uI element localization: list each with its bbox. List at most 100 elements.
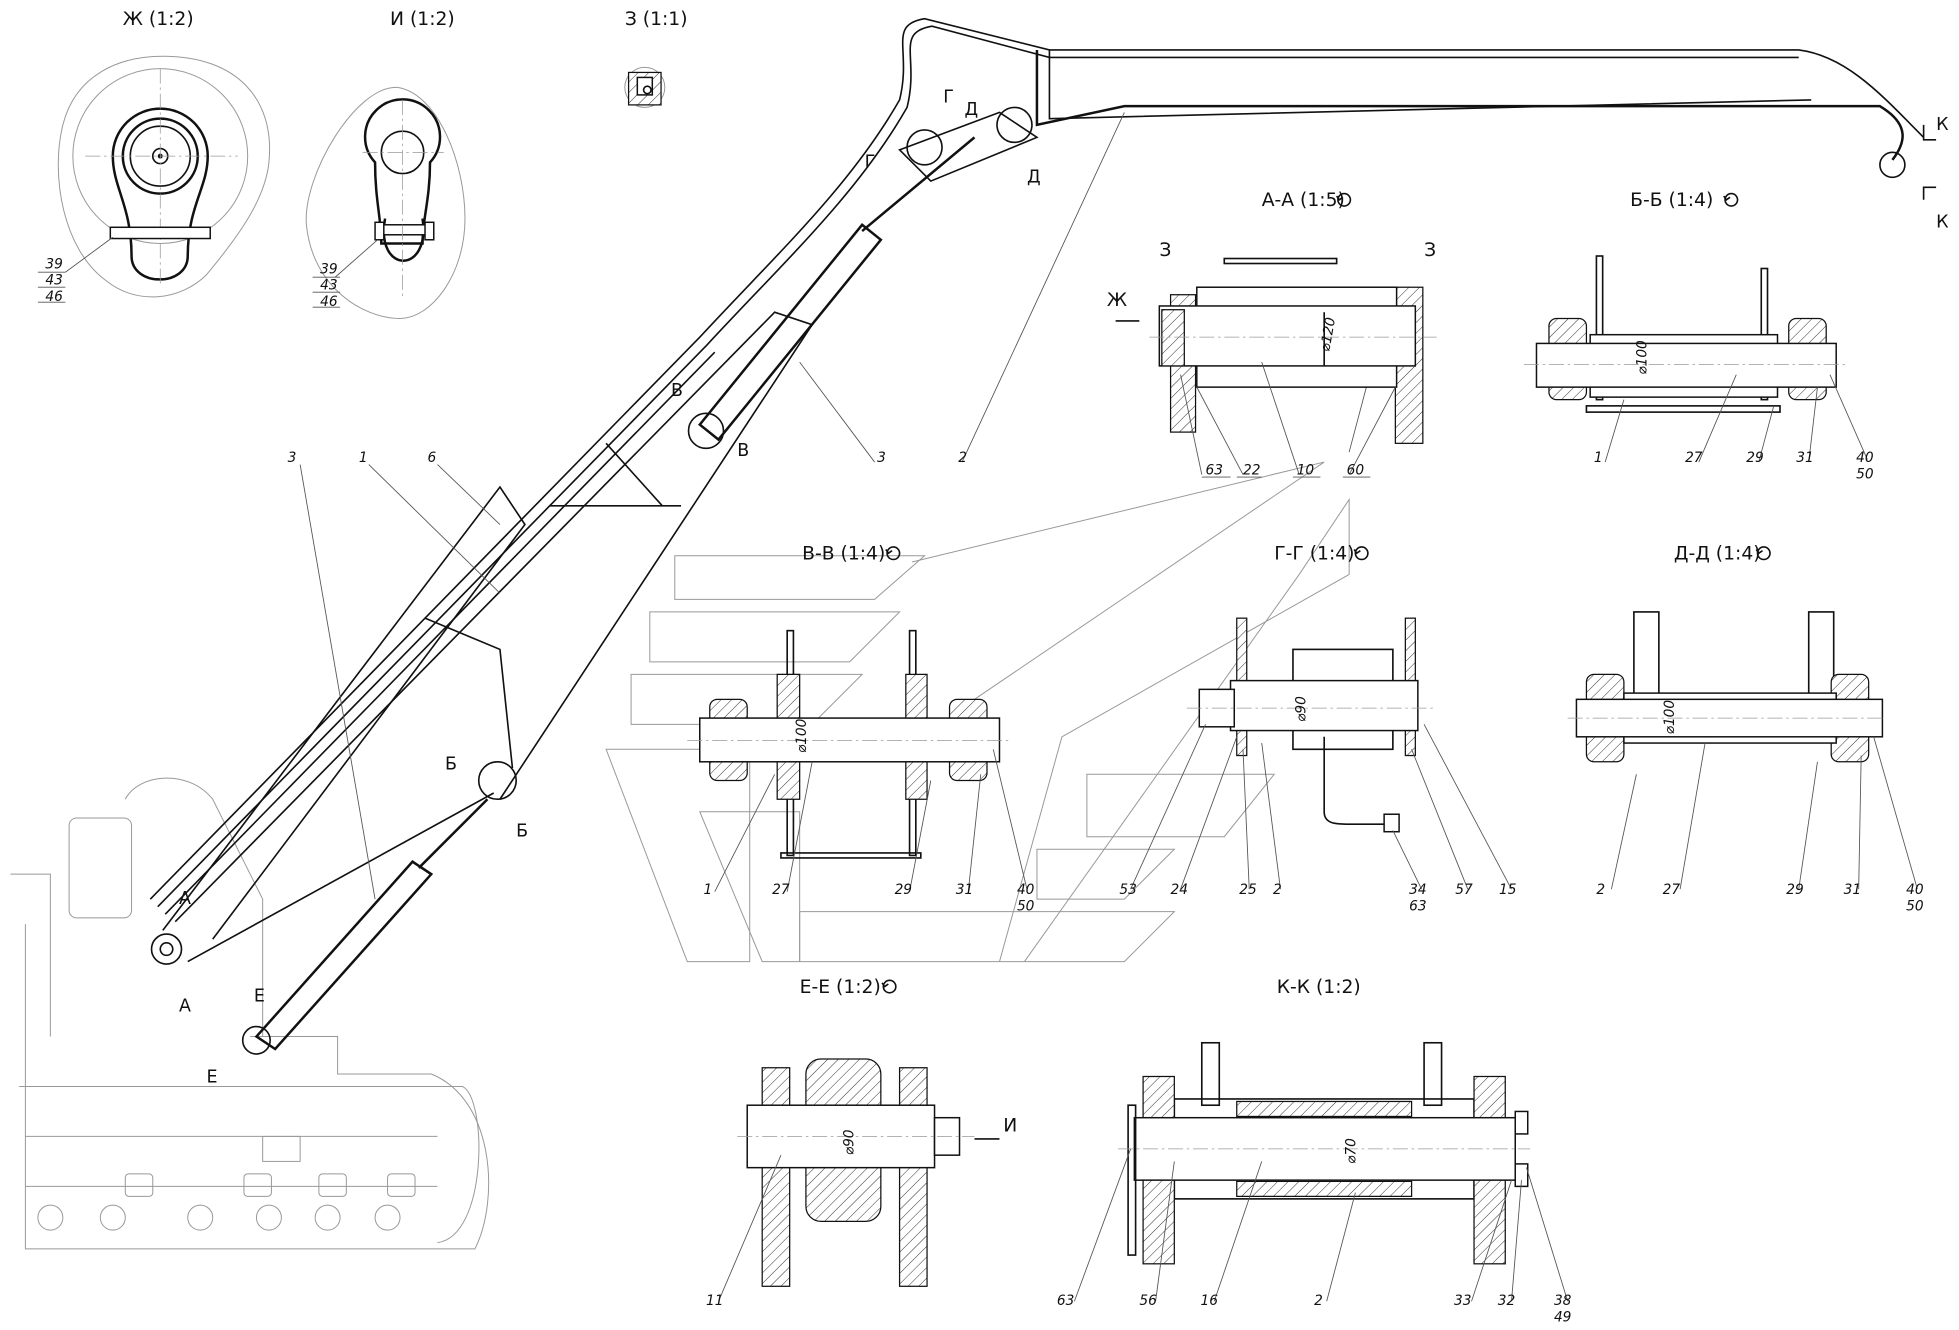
callout: 40 bbox=[1017, 882, 1035, 898]
dimension-label: ⌀120 bbox=[1317, 316, 1339, 353]
section-marker-v: В bbox=[671, 381, 683, 401]
main-boom-view: 3 1 6 3 2 Г Д Д Г В В Б Б А А Е Е К К bbox=[10, 17, 1949, 1250]
callout: 43 bbox=[320, 278, 337, 294]
section-marker-a: А bbox=[179, 997, 191, 1017]
section-bb: Б-Б (1:4) ⌀100 1 27 29 31 40 50 bbox=[1523, 190, 1874, 482]
callout: 6 bbox=[428, 450, 437, 466]
section-gg-title: Г-Г (1:4) bbox=[1274, 543, 1354, 564]
dimension-label: ⌀100 bbox=[794, 718, 810, 753]
callout: 40 bbox=[1906, 882, 1924, 898]
callout: 60 bbox=[1347, 463, 1365, 479]
rotate-ccw-icon bbox=[885, 546, 901, 561]
section-kk-title: К-К (1:2) bbox=[1277, 977, 1361, 998]
callout: 63 bbox=[1206, 463, 1223, 479]
view-i: И (1:2) 39 43 46 bbox=[305, 9, 466, 319]
callout: 57 bbox=[1455, 882, 1473, 898]
section-marker-a: А bbox=[179, 889, 191, 909]
section-vv-title: В-В (1:4) bbox=[802, 543, 885, 564]
section-kk: К-К (1:2) ⌀70 63 56 16 2 33 32 38 49 bbox=[1057, 977, 1572, 1325]
callout: 49 bbox=[1554, 1309, 1571, 1325]
section-aa: А-А (1:5) ⌀120 З З Ж 63 22 10 60 bbox=[1107, 190, 1437, 479]
callout: 27 bbox=[1663, 882, 1681, 898]
section-marker-d: Д bbox=[965, 100, 979, 120]
rotate-ccw-icon bbox=[1722, 192, 1739, 207]
section-marker-b: Б bbox=[445, 754, 457, 774]
callout: 27 bbox=[772, 882, 790, 898]
callout: 2 bbox=[1596, 882, 1605, 898]
callout: 16 bbox=[1201, 1293, 1219, 1309]
view-i-title: И (1:2) bbox=[390, 9, 455, 30]
dimension-label: ⌀100 bbox=[1634, 340, 1650, 375]
callout: 53 bbox=[1119, 882, 1136, 898]
callout: 63 bbox=[1409, 898, 1426, 914]
callout: 22 bbox=[1243, 463, 1260, 479]
callout: 29 bbox=[895, 882, 912, 898]
callout: 56 bbox=[1139, 1293, 1157, 1309]
callout: 15 bbox=[1499, 882, 1516, 898]
dimension-label: ⌀90 bbox=[1293, 696, 1309, 722]
callout: 34 bbox=[1409, 882, 1426, 898]
section-marker-k: К bbox=[1936, 212, 1949, 232]
callout: 1 bbox=[359, 450, 368, 466]
view-z-title: З (1:1) bbox=[625, 9, 688, 30]
view-marker: З bbox=[1159, 240, 1171, 261]
section-marker-g: Г bbox=[865, 152, 876, 172]
dimension-label: ⌀90 bbox=[841, 1129, 857, 1155]
dimension-label: ⌀70 bbox=[1343, 1138, 1359, 1164]
view-zh: Ж (1:2) 39 43 46 bbox=[37, 9, 271, 305]
callout: 46 bbox=[320, 294, 338, 310]
section-vv: В-В (1:4) ⌀100 1 27 29 31 40 50 bbox=[687, 543, 1035, 914]
callout: 10 bbox=[1297, 463, 1315, 479]
section-gg: Г-Г (1:4) ⌀90 53 24 25 2 34 63 57 15 bbox=[1119, 543, 1516, 914]
section-aa-title: А-А (1:5) bbox=[1262, 190, 1345, 211]
rotate-ccw-icon bbox=[1755, 546, 1771, 561]
callout: 32 bbox=[1498, 1293, 1515, 1309]
callout: 33 bbox=[1454, 1293, 1471, 1309]
callout: 50 bbox=[1856, 466, 1874, 482]
callout: 3 bbox=[877, 450, 886, 466]
section-marker-e: Е bbox=[254, 987, 265, 1007]
section-ee-title: Е-Е (1:2) bbox=[800, 977, 881, 998]
excavator-base bbox=[10, 777, 490, 1250]
section-marker-k: К bbox=[1936, 115, 1949, 135]
callout: 31 bbox=[956, 882, 973, 898]
callout: 31 bbox=[1796, 450, 1813, 466]
callout: 29 bbox=[1786, 882, 1803, 898]
section-dd-title: Д-Д (1:4) bbox=[1674, 543, 1761, 564]
callout: 43 bbox=[45, 273, 62, 289]
view-marker: И bbox=[1003, 1115, 1017, 1136]
callout: 50 bbox=[1017, 898, 1035, 914]
callout: 50 bbox=[1906, 898, 1924, 914]
callout: 29 bbox=[1746, 450, 1763, 466]
callout: 39 bbox=[320, 261, 337, 277]
dimension-label: ⌀100 bbox=[1662, 700, 1678, 735]
callout: 27 bbox=[1685, 450, 1703, 466]
callout: 25 bbox=[1239, 882, 1256, 898]
section-marker-g: Г bbox=[943, 87, 954, 107]
view-marker: Ж bbox=[1107, 290, 1127, 311]
section-bb-title: Б-Б (1:4) bbox=[1630, 190, 1713, 211]
callout: 38 bbox=[1554, 1293, 1572, 1309]
callout: 11 bbox=[706, 1293, 723, 1309]
section-marker-d: Д bbox=[1027, 167, 1041, 187]
callout: 24 bbox=[1171, 882, 1188, 898]
callout: 31 bbox=[1844, 882, 1861, 898]
rotate-ccw-icon bbox=[1353, 546, 1369, 561]
callout: 1 bbox=[1594, 450, 1603, 466]
callout-stack: 39 43 46 bbox=[37, 236, 114, 305]
view-marker: З bbox=[1424, 240, 1436, 261]
callout: 39 bbox=[45, 256, 62, 272]
callout: 2 bbox=[1273, 882, 1282, 898]
view-z: З (1:1) bbox=[624, 9, 688, 108]
view-zh-title: Ж (1:2) bbox=[123, 9, 194, 30]
callout: 3 bbox=[288, 450, 297, 466]
callout: 40 bbox=[1856, 450, 1874, 466]
callout: 46 bbox=[45, 289, 63, 305]
callout: 63 bbox=[1057, 1293, 1074, 1309]
callout: 1 bbox=[704, 882, 713, 898]
section-marker-e: Е bbox=[206, 1068, 217, 1088]
section-dd: Д-Д (1:4) ⌀100 2 27 29 31 40 50 bbox=[1567, 543, 1924, 914]
section-ee: Е-Е (1:2) ⌀90 И 11 bbox=[706, 977, 1017, 1309]
rotate-ccw-icon bbox=[881, 979, 897, 994]
